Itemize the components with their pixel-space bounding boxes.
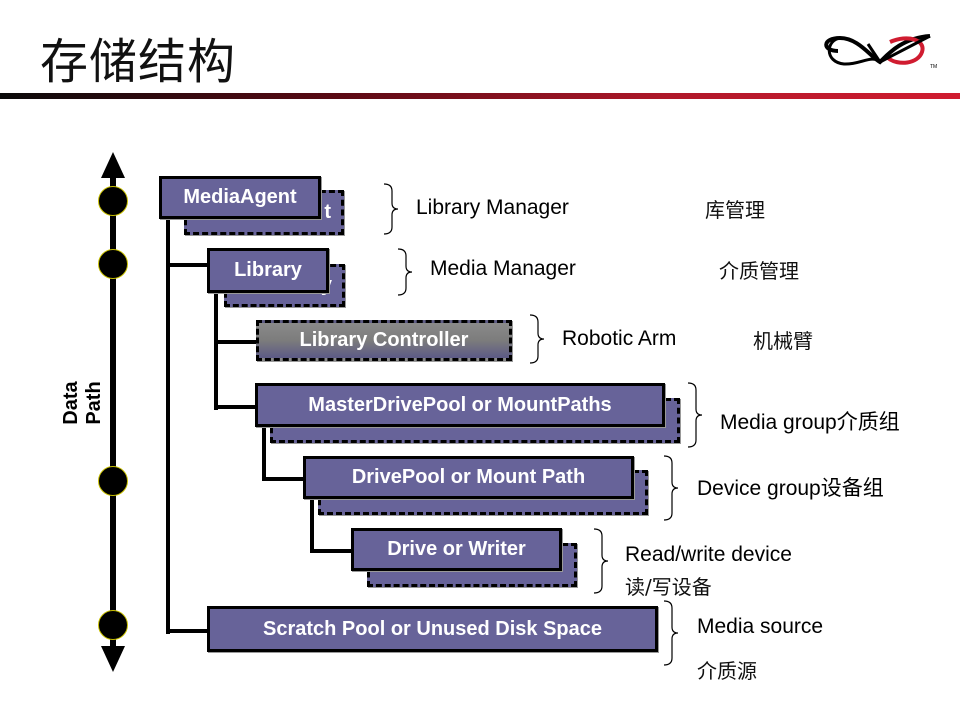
- svg-text:TM: TM: [930, 64, 937, 70]
- tree-branch-scratchpool: [166, 629, 210, 633]
- desc-library-controller: Robotic Arm: [562, 327, 677, 350]
- tree-line-root: [166, 216, 170, 634]
- tree-line-masterdrivepool: [262, 425, 266, 481]
- brace-icon: [663, 455, 679, 521]
- desc-cn-library-controller: 机械臂: [753, 329, 813, 353]
- desc-library: Media Manager: [430, 257, 576, 280]
- company-logo-icon: TM: [824, 34, 937, 70]
- desc-masterdrivepool: Media group介质组: [720, 411, 900, 434]
- brace-icon: [397, 248, 413, 296]
- desc-cn-library: 介质管理: [719, 259, 799, 283]
- tree-branch-drivepool: [262, 477, 306, 481]
- scratchpool-box[interactable]: Scratch Pool or Unused Disk Space: [207, 606, 658, 652]
- desc-cn-mediaagent: 库管理: [705, 198, 765, 222]
- brace-icon: [529, 314, 545, 364]
- path-node-library: [98, 249, 128, 279]
- brace-icon: [383, 183, 399, 235]
- drive-box[interactable]: Drive or Writer: [351, 528, 562, 571]
- mediaagent-box[interactable]: MediaAgent: [159, 176, 321, 219]
- slide-title: 存储结构: [40, 34, 237, 90]
- tree-branch-drive: [310, 549, 354, 553]
- path-node-mediaagent: [98, 186, 128, 216]
- data-path-label: Data Path: [60, 381, 105, 425]
- arrow-up-icon: [101, 152, 125, 178]
- tree-branch-controller: [214, 340, 258, 344]
- brace-icon: [593, 528, 609, 594]
- tree-line-drivepool: [310, 497, 314, 553]
- masterdrivepool-box[interactable]: MasterDrivePool or MountPaths: [255, 383, 665, 427]
- desc-drivepool: Device group设备组: [697, 477, 884, 500]
- desc-cn-drive: 读/写设备: [625, 575, 712, 599]
- path-node-drivepool: [98, 466, 128, 496]
- desc-mediaagent: Library Manager: [416, 196, 569, 219]
- header-accent-bar: [0, 93, 960, 99]
- data-path-line: [110, 170, 116, 650]
- path-node-scratchpool: [98, 610, 128, 640]
- brace-icon: [663, 600, 679, 666]
- library-controller-box[interactable]: Library Controller: [256, 320, 512, 361]
- desc-cn-scratchpool: 介质源: [697, 659, 757, 683]
- arrow-down-icon: [101, 646, 125, 672]
- tree-line-library: [214, 290, 218, 410]
- library-box[interactable]: Library: [207, 248, 329, 293]
- desc-scratchpool: Media source: [697, 615, 824, 638]
- brace-icon: [687, 382, 703, 448]
- tree-branch-masterdrivepool: [214, 405, 258, 409]
- drivepool-box[interactable]: DrivePool or Mount Path: [303, 456, 634, 499]
- tree-branch-library: [166, 263, 210, 267]
- desc-drive: Read/write device: [625, 543, 792, 566]
